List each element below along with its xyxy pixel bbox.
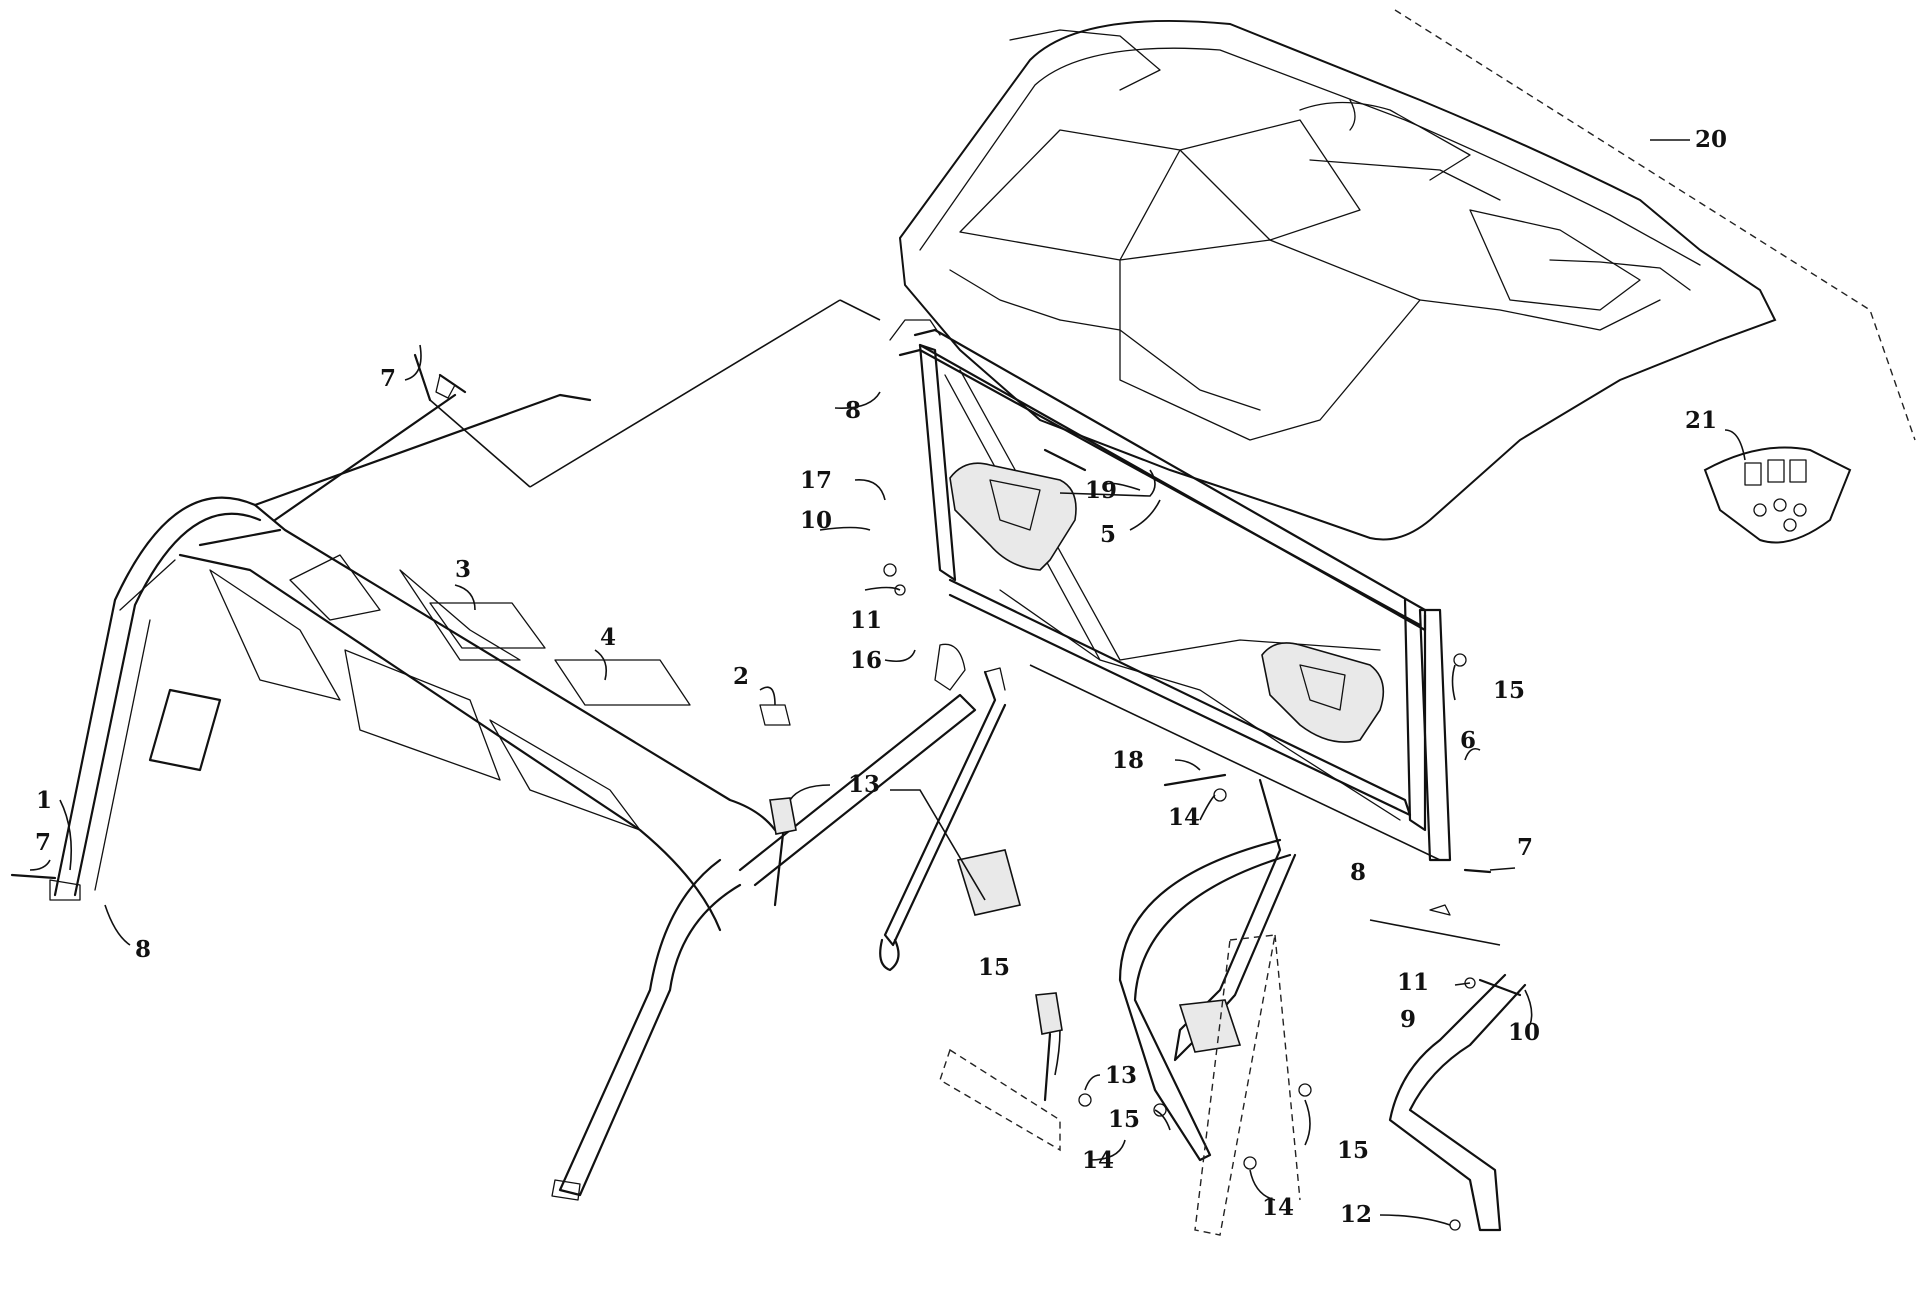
callout-10-upper: 10 (800, 507, 832, 534)
callout-11-upper: 11 (850, 607, 882, 634)
decal-4 (554, 659, 691, 706)
seat-belt-right (1035, 778, 1297, 1162)
callout-14-upper: 14 (1168, 804, 1200, 831)
support-bar (1388, 973, 1527, 1232)
callout-2: 2 (733, 663, 749, 690)
rear-cab-frame (889, 319, 1452, 862)
callout-20: 20 (1695, 126, 1727, 153)
callout-17: 17 (800, 467, 832, 494)
callout-1: 1 (36, 787, 52, 814)
roof-panel (898, 19, 1777, 541)
callout-8-left: 8 (135, 936, 151, 963)
callout-15-seat: 15 (1337, 1137, 1369, 1164)
leader-lines (29, 139, 1746, 1226)
callout-19: 19 (1085, 477, 1117, 504)
callout-6: 6 (1460, 727, 1476, 754)
callout-15-frame: 15 (1493, 677, 1525, 704)
callout-15-floor: 15 (978, 954, 1010, 981)
callout-14-lower: 14 (1082, 1147, 1114, 1174)
callout-21: 21 (1685, 407, 1717, 434)
seat-frame-dashed (939, 934, 1301, 1236)
hardware (10, 353, 1522, 1231)
roof-guide-line (1394, 9, 1916, 441)
callout-7-top: 7 (380, 365, 396, 392)
callout-10-lower: 10 (1508, 1019, 1540, 1046)
callout-numbers: 1 2 3 4 5 6 7 7 7 8 8 8 9 10 10 11 11 12… (35, 126, 1727, 1228)
seat-belt-left (769, 667, 1021, 972)
decal-2 (759, 704, 791, 726)
hardware-kit (1703, 446, 1852, 544)
callout-7-right: 7 (1517, 834, 1533, 861)
callout-16: 16 (850, 647, 882, 674)
callout-13-lower: 13 (1105, 1062, 1137, 1089)
grab-handle-upper (949, 462, 1077, 571)
callout-3: 3 (455, 556, 471, 583)
callout-14-seat: 14 (1262, 1194, 1294, 1221)
callout-5: 5 (1100, 521, 1116, 548)
callout-8-top: 8 (845, 397, 861, 424)
decal-3 (429, 602, 546, 649)
callout-4: 4 (600, 624, 616, 651)
callout-12: 12 (1340, 1201, 1372, 1228)
callout-11-lower: 11 (1397, 969, 1429, 996)
callout-8-right: 8 (1350, 859, 1366, 886)
callout-15-belt: 15 (1108, 1106, 1140, 1133)
callout-9: 9 (1400, 1006, 1416, 1033)
grab-handle-lower (1261, 642, 1385, 743)
front-roll-cage (49, 373, 977, 1201)
callout-18: 18 (1112, 747, 1144, 774)
callout-13-upper: 13 (848, 771, 880, 798)
callout-7-left: 7 (35, 829, 51, 856)
